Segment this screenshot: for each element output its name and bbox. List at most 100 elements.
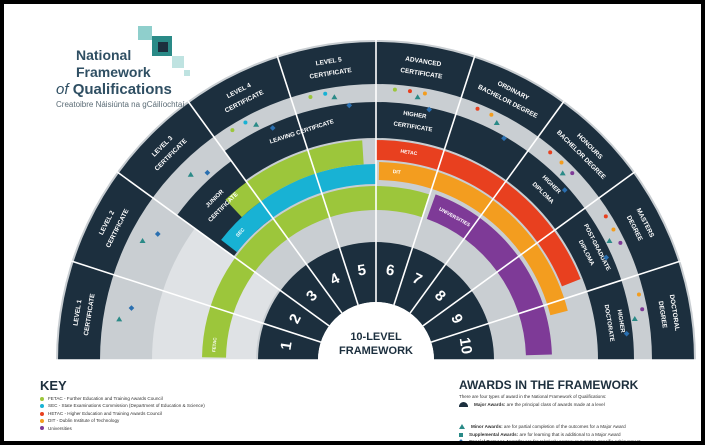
minor-award-marker <box>187 171 194 177</box>
minor-award-marker <box>253 121 260 127</box>
minor-award-marker <box>559 170 566 176</box>
key-item: DIT - Dublin Institute of Technology <box>40 417 360 424</box>
level-divider <box>393 55 476 306</box>
level-divider <box>430 260 681 343</box>
key-item-label: HETAC - Higher Education and Training Aw… <box>48 410 162 416</box>
special-purpose-award-marker <box>623 330 630 337</box>
awarding-body-dot <box>548 150 553 155</box>
minor-award-marker <box>414 94 421 100</box>
fetac-band-upper <box>225 140 364 218</box>
awarding-body-dot <box>559 160 564 165</box>
special-purpose-award-marker <box>154 231 161 237</box>
awarding-body-dot <box>243 120 248 125</box>
special-purpose-award-marker <box>501 135 507 142</box>
key-item: FETAC - Further Education and Training A… <box>40 395 360 402</box>
key-item-label: DIT - Dublin Institute of Technology <box>48 418 120 424</box>
logo-irish-name: Creatoibre Náisiúnta na gCáilíochtaí <box>56 100 185 109</box>
inner-award-band <box>224 102 634 361</box>
minor-award-marker <box>331 94 338 100</box>
key-item: HETAC - Higher Education and Training Aw… <box>40 410 360 417</box>
inner-award-label: HIGHER <box>616 309 626 334</box>
award-type-name: Major Awards: <box>474 402 506 407</box>
level-number: 5 <box>356 262 367 280</box>
outer-award-label: LEVEL 5 <box>315 56 342 67</box>
key-dot <box>40 419 44 423</box>
key-item-label: SEC - State Examinations Commission (Dep… <box>48 403 205 409</box>
awards-in-framework: AWARDS IN THE FRAMEWORK There are four t… <box>458 378 699 441</box>
awarding-body-dot <box>570 171 575 176</box>
key-dot <box>40 396 44 401</box>
minor-award-icon <box>459 424 465 430</box>
level-divider <box>276 55 359 306</box>
key-legend: KEY FETAC - Further Education and Traini… <box>40 378 360 432</box>
level-divider <box>422 171 636 327</box>
award-type-description: are for relatively narrow or purpose-spe… <box>524 439 640 441</box>
hetac-band <box>376 140 581 287</box>
key-list: FETAC - Further Education and Training A… <box>40 395 360 432</box>
level-divider <box>187 100 343 314</box>
key-item: SEC - State Examinations Commission (Dep… <box>40 402 360 409</box>
key-item-label: FETAC - Further Education and Training A… <box>48 396 163 401</box>
awarding-body-dot <box>636 292 641 297</box>
special-purpose-award-marker <box>346 102 353 109</box>
logo-square-pale <box>172 56 184 68</box>
level-number: 10 <box>456 336 475 355</box>
dit-band-label: DIT <box>392 169 401 176</box>
awards-title: AWARDS IN THE FRAMEWORK <box>459 378 639 392</box>
center-title-line1: 10-LEVEL <box>350 331 402 343</box>
key-title: KEY <box>40 378 67 393</box>
special-purpose-award-marker <box>128 305 135 311</box>
special-purpose-award-marker <box>603 254 610 261</box>
award-type-minor: Minor Awards: are for partial completion… <box>459 424 626 430</box>
minor-award-marker <box>606 238 613 244</box>
award-type-major: Major Awards: are the principal class of… <box>459 402 605 408</box>
fetac-band-label: FETAC <box>211 336 217 352</box>
outer-award-label: LEVEL 1 <box>72 299 83 326</box>
level-number: 1 <box>278 340 296 351</box>
special-award-icon <box>458 438 464 441</box>
hetac-band-label: HETAC <box>400 149 418 158</box>
special-purpose-award-marker <box>269 125 276 131</box>
logo-square-light <box>138 26 152 40</box>
award-type-name: Special Purpose Awards: <box>469 439 524 441</box>
logo-national: National <box>76 47 132 63</box>
supplemental-award-icon <box>459 432 463 437</box>
key-dot <box>40 404 44 409</box>
logo-of: of <box>56 81 69 98</box>
dit-band <box>378 162 568 316</box>
level-divider <box>116 171 330 327</box>
fetac-band <box>202 186 430 358</box>
award-type-name: Minor Awards: <box>471 424 503 429</box>
inner-award-label: HIGHER <box>403 111 428 121</box>
special-purpose-award-marker <box>426 106 433 113</box>
key-dot <box>40 426 44 431</box>
level-number: 6 <box>385 262 396 280</box>
logo-qualifications-word: Qualifications <box>72 81 172 98</box>
universities-band <box>426 194 552 356</box>
award-type-description: are for learning that is additional to a… <box>518 432 621 437</box>
award-type-supplemental: Supplemental Awards: are for learning th… <box>459 432 621 437</box>
awarding-body-dot <box>618 240 623 245</box>
level-divider <box>409 100 565 314</box>
award-type-name: Supplemental Awards: <box>469 432 519 437</box>
minor-award-marker <box>116 316 123 322</box>
outer-award-band <box>58 42 694 360</box>
awarding-body-dot <box>407 89 412 94</box>
awarding-body-dot <box>640 307 645 312</box>
center-title-line2: FRAMEWORK <box>339 345 413 357</box>
awarding-body-dot <box>489 112 494 117</box>
special-purpose-award-marker <box>204 169 211 176</box>
center-hub <box>318 302 434 360</box>
key-item: Universities <box>40 425 360 432</box>
minor-award-marker <box>139 238 146 244</box>
outer-award-label: DEGREE <box>657 301 668 330</box>
level-divider <box>71 260 322 343</box>
inner-award-label: DOCTORATE <box>603 304 615 342</box>
awarding-body-dot <box>392 87 397 92</box>
key-dot <box>40 411 44 416</box>
awarding-body-dot <box>308 95 313 100</box>
nfq-logo: National Framework of Qualifications Cre… <box>52 26 252 112</box>
awarding-body-dot <box>603 214 608 219</box>
